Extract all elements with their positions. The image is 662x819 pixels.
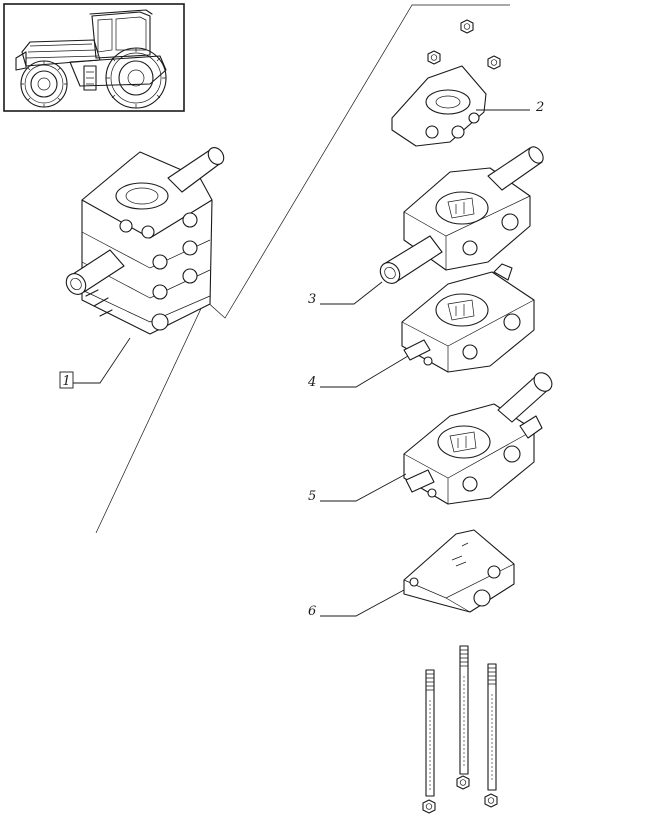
end-cover-part <box>391 65 487 147</box>
nut-top-3 <box>487 55 501 70</box>
callout-6-label: 6 <box>308 604 316 619</box>
valve-section-3 <box>379 146 544 284</box>
callout-3-label: 3 <box>308 292 316 307</box>
tractor-thumbnail <box>3 3 185 112</box>
nut-bottom-1 <box>456 775 470 790</box>
callout-1: 1 <box>59 337 131 389</box>
callout-4: 4 <box>307 355 409 390</box>
nut-bottom-3 <box>484 793 498 808</box>
tractor-icon <box>15 9 167 109</box>
callout-6: 6 <box>308 589 405 619</box>
valve-assembly-icon <box>65 147 225 335</box>
callout-2-label: 2 <box>535 100 544 115</box>
callout-1-label: 1 <box>62 374 70 389</box>
section-break-line <box>95 4 510 534</box>
inlet-cover-part <box>403 529 515 613</box>
nut-top-2 <box>427 50 441 65</box>
tie-rod-center <box>459 645 469 775</box>
callout-5: 5 <box>308 473 407 504</box>
valve-section-4 <box>401 263 535 373</box>
nut-top-1 <box>460 19 474 34</box>
callout-5-label: 5 <box>308 489 316 504</box>
callout-3: 3 <box>308 281 383 307</box>
nut-bottom-2 <box>422 799 436 814</box>
callout-2: 2 <box>476 100 544 115</box>
valve-section-5 <box>403 372 553 505</box>
tie-rod-left <box>425 669 435 797</box>
tie-rod-right <box>487 663 497 791</box>
callout-4-label: 4 <box>307 375 316 390</box>
